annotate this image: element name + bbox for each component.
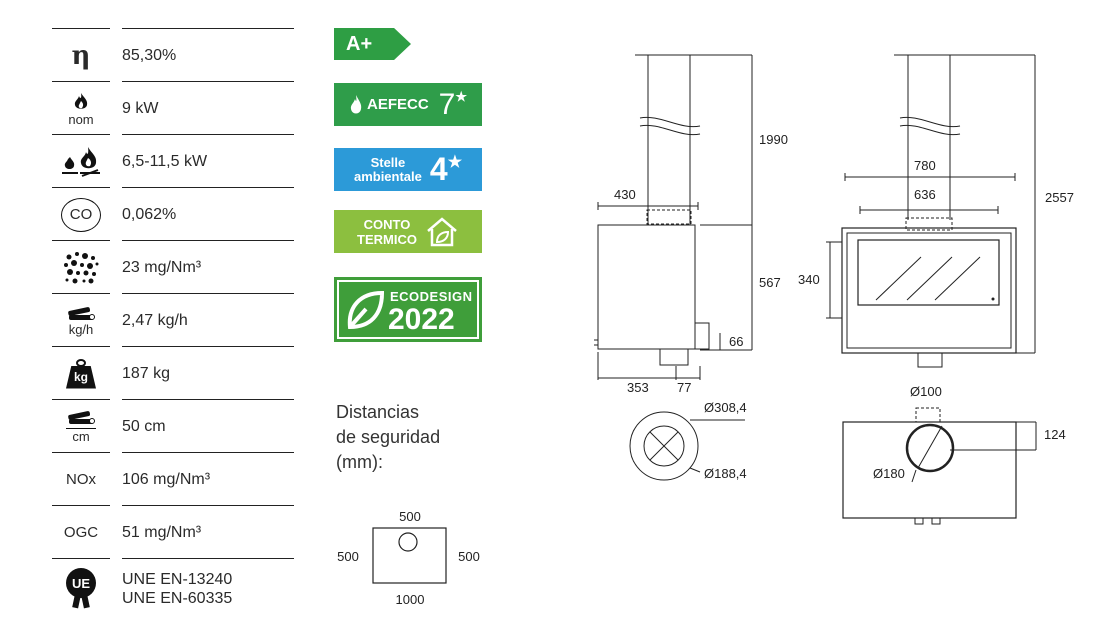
- spec-row-power-range: 6,5-11,5 kW: [52, 134, 294, 187]
- safety-bottom-label: 1000: [396, 592, 425, 607]
- flue-inner-diameter: Ø188,4: [704, 466, 747, 481]
- front-width-inner: 636: [914, 187, 936, 202]
- nox-label: NOx: [52, 452, 110, 506]
- spec-row-ogc: OGC 51 mg/Nm³: [52, 505, 294, 558]
- front-top-height: 124: [1044, 427, 1066, 442]
- safety-top-label: 500: [399, 509, 421, 524]
- safety-title: Distancias de seguridad (mm):: [336, 402, 441, 472]
- side-width: 430: [614, 187, 636, 202]
- aefecc-badge: AEFECC 7 ★: [334, 83, 482, 126]
- spec-value-wood-consumption: 2,47 kg/h: [122, 293, 294, 347]
- front-height-total: 2557: [1045, 190, 1074, 205]
- flame-nominal-icon: nom: [52, 81, 110, 135]
- spec-value-log-length: 50 cm: [122, 399, 294, 453]
- side-body-height: 567: [759, 275, 781, 290]
- weight-icon: kg: [52, 346, 110, 400]
- side-height-total: 1990: [759, 132, 788, 147]
- spec-value-nominal-power: 9 kW: [122, 81, 294, 135]
- side-outlet-offset: 77: [677, 380, 691, 395]
- spec-row-co: CO 0,062%: [52, 187, 294, 240]
- side-depth: 353: [627, 380, 649, 395]
- spec-value-nox: 106 mg/Nm³: [122, 452, 294, 506]
- log-length-icon: cm: [52, 399, 110, 453]
- spec-row-weight: kg 187 kg: [52, 346, 294, 399]
- ue-seal-icon: UE: [52, 558, 110, 619]
- conto-termico-badge: CONTO TERMICO: [334, 210, 482, 253]
- side-outlet-height: 66: [729, 334, 743, 349]
- front-air-inlet: Ø100: [910, 384, 942, 399]
- front-glass-height: 340: [798, 272, 820, 287]
- safety-left-label: 500: [337, 549, 359, 564]
- spec-row-standards: UE UNE EN-13240 UNE EN-60335: [52, 558, 294, 618]
- house-leaf-icon: [427, 216, 457, 246]
- particles-icon: [52, 240, 110, 294]
- co-icon: CO: [52, 187, 110, 241]
- energy-class-badge: A+: [334, 28, 411, 60]
- wood-consumption-icon: kg/h: [52, 293, 110, 347]
- flame-range-icon: [52, 134, 110, 188]
- flame-icon: [350, 94, 362, 113]
- flue-outer-diameter: Ø308,4: [704, 400, 747, 415]
- spec-value-particles: 23 mg/Nm³: [122, 240, 294, 294]
- safety-right-label: 500: [458, 549, 480, 564]
- spec-value-ogc: 51 mg/Nm³: [122, 505, 294, 559]
- spec-row-efficiency: η 85,30%: [52, 28, 294, 81]
- spec-row-nominal-power: nom 9 kW: [52, 81, 294, 134]
- spec-value-efficiency: 85,30%: [122, 28, 294, 82]
- spec-row-log-length: cm 50 cm: [52, 399, 294, 452]
- ogc-label: OGC: [52, 505, 110, 559]
- spec-value-standards: UNE EN-13240 UNE EN-60335: [122, 558, 294, 619]
- star-icon: ★: [455, 89, 467, 104]
- spec-value-weight: 187 kg: [122, 346, 294, 400]
- eta-icon: η: [52, 28, 110, 82]
- spec-value-power-range: 6,5-11,5 kW: [122, 134, 294, 188]
- ecodesign-badge: ECODESIGN 2022: [334, 277, 482, 342]
- side-view-drawing: 1990 430 567 66 353 77 Ø308,4 Ø188,4: [594, 54, 788, 481]
- spec-value-co: 0,062%: [122, 187, 294, 241]
- leaf-icon: [347, 290, 385, 330]
- front-width-outer: 780: [914, 158, 936, 173]
- spec-row-particles: 23 mg/Nm³: [52, 240, 294, 293]
- front-flue-diameter: Ø180: [873, 466, 905, 481]
- star-icon: ★: [447, 154, 463, 171]
- stelle-badge: Stelle ambientale 4 ★: [334, 148, 482, 191]
- front-view-drawing: 2557 780 636 340 Ø100 124 Ø180: [798, 54, 1074, 525]
- safety-diagram: 500 500 500 1000: [337, 509, 480, 607]
- spec-row-nox: NOx 106 mg/Nm³: [52, 452, 294, 505]
- spec-row-wood-consumption: kg/h 2,47 kg/h: [52, 293, 294, 346]
